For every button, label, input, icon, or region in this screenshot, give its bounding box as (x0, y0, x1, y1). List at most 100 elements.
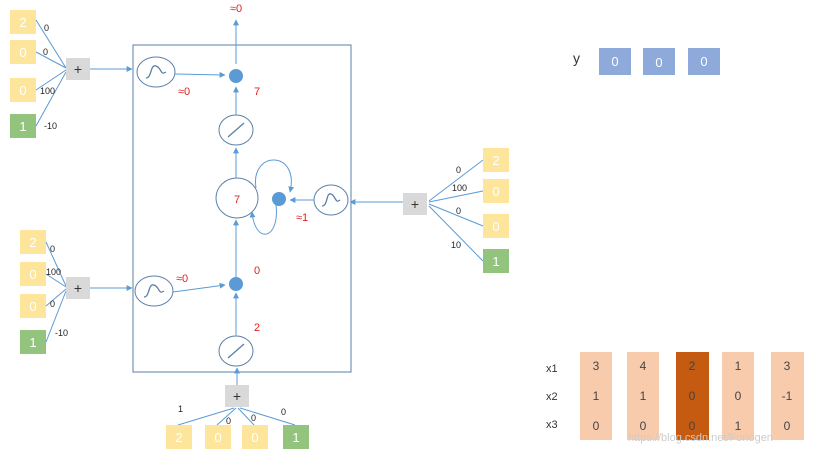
row-label: x3 (546, 419, 558, 431)
output-gate-inputs: 2 0 0 1 0 0 100 -10 + (10, 10, 133, 138)
input-value: 0 (251, 430, 258, 445)
input-value: 2 (19, 15, 26, 30)
input-value: 0 (492, 184, 499, 199)
candidate-inputs: + 1 0 0 0 2 0 0 1 (166, 367, 309, 449)
input-value: 0 (29, 299, 36, 314)
x-cell: 1 (640, 389, 647, 403)
input-box-green (483, 249, 509, 273)
x-cell: 2 (689, 359, 696, 373)
weight-label: 0 (44, 23, 49, 33)
x-cell: 1 (593, 389, 600, 403)
x-table: x1 x2 x3 3 1 0 4 1 0 2 0 0 1 0 1 3 -1 0 (546, 352, 804, 440)
input-value: 1 (29, 335, 36, 350)
output-dot-value: 7 (254, 86, 260, 98)
x-cell: 3 (784, 359, 791, 373)
y-output-row: y 0 0 0 (573, 48, 720, 75)
watermark: https://blog.csdn.net/Forlogen (628, 432, 773, 444)
output-gate-value: ≈0 (178, 86, 190, 98)
y-value: 0 (655, 55, 662, 70)
input-gate-value: ≈0 (176, 273, 188, 285)
input-box-yellow (483, 179, 509, 203)
weight-label: 100 (40, 86, 55, 96)
y-box (688, 48, 720, 75)
input-box-yellow (205, 425, 231, 449)
weight-label: -10 (44, 121, 57, 131)
input-value: 2 (175, 430, 182, 445)
x-cell: 0 (784, 419, 791, 433)
lstm-cell-frame (132, 44, 352, 373)
input-value: 0 (214, 430, 221, 445)
y-label: y (573, 50, 580, 66)
input-value: 1 (292, 430, 299, 445)
x-cell: 1 (735, 419, 742, 433)
input-box-green (20, 330, 46, 354)
input-box-yellow (242, 425, 268, 449)
input-box-yellow (166, 425, 192, 449)
weight-label: -10 (55, 328, 68, 338)
y-value: 0 (611, 54, 618, 69)
output-value: ≈0 (230, 3, 242, 15)
input-box-yellow (20, 230, 46, 254)
input-box-yellow (10, 40, 36, 64)
x-cell: 0 (593, 419, 600, 433)
sum-node (66, 58, 90, 80)
x-cell: 0 (689, 389, 696, 403)
candidate-value: 2 (254, 322, 260, 334)
forget-multiply-node (272, 192, 286, 206)
input-gate-sigmoid (134, 275, 174, 307)
weight-label: 0 (456, 165, 461, 175)
output-gate-sigmoid (136, 56, 176, 88)
sum-node (225, 385, 249, 407)
input-value: 1 (492, 254, 499, 269)
weight-label: 0 (50, 299, 55, 309)
input-value: 0 (19, 83, 26, 98)
sum-sign: + (74, 280, 82, 296)
forget-gate-value: ≈1 (296, 212, 308, 224)
x-column (722, 352, 754, 440)
weight-label: 10 (451, 240, 461, 250)
input-value: 0 (492, 219, 499, 234)
memory-cell (215, 177, 259, 219)
input-value: 1 (19, 119, 26, 134)
weight-label: 0 (251, 413, 256, 423)
x-cell: 1 (735, 359, 742, 373)
input-box-green (10, 114, 36, 138)
x-cell: -1 (782, 389, 793, 403)
weight-label: 0 (43, 47, 48, 57)
x-column (627, 352, 659, 440)
input-box-yellow (483, 148, 509, 172)
input-value: 0 (29, 267, 36, 282)
input-value: 0 (19, 45, 26, 60)
x-column-highlighted (676, 352, 709, 440)
input-box-yellow (483, 214, 509, 238)
y-box (643, 48, 675, 75)
sum-sign: + (411, 196, 419, 212)
sum-node (66, 277, 90, 299)
input-value: 2 (492, 153, 499, 168)
input-gate-inputs: 2 0 0 1 0 100 0 -10 + (20, 230, 133, 354)
row-label: x1 (546, 363, 558, 375)
x-cell: 0 (735, 389, 742, 403)
input-value: 2 (29, 235, 36, 250)
weight-label: 1 (178, 404, 183, 414)
weight-label: 100 (46, 267, 61, 277)
y-value: 0 (700, 54, 707, 69)
x-column (580, 352, 612, 440)
x-cell: 4 (640, 359, 647, 373)
x-cell: 3 (593, 359, 600, 373)
sum-node (403, 193, 427, 215)
x-cell: 0 (640, 419, 647, 433)
input-box-green (283, 425, 309, 449)
input-multiply-node (229, 277, 243, 291)
output-multiply-node (229, 69, 243, 83)
x-cell: 0 (689, 419, 696, 433)
memory-cell-value: 7 (234, 194, 240, 206)
weight-label: 0 (281, 407, 286, 417)
sum-sign: + (74, 61, 82, 77)
input-box-yellow (20, 262, 46, 286)
forget-gate-inputs: + 0 100 0 10 2 0 0 1 (349, 148, 509, 273)
weight-label: 0 (456, 206, 461, 216)
forget-gate-sigmoid (313, 184, 349, 216)
input-dot-value: 0 (254, 265, 260, 277)
